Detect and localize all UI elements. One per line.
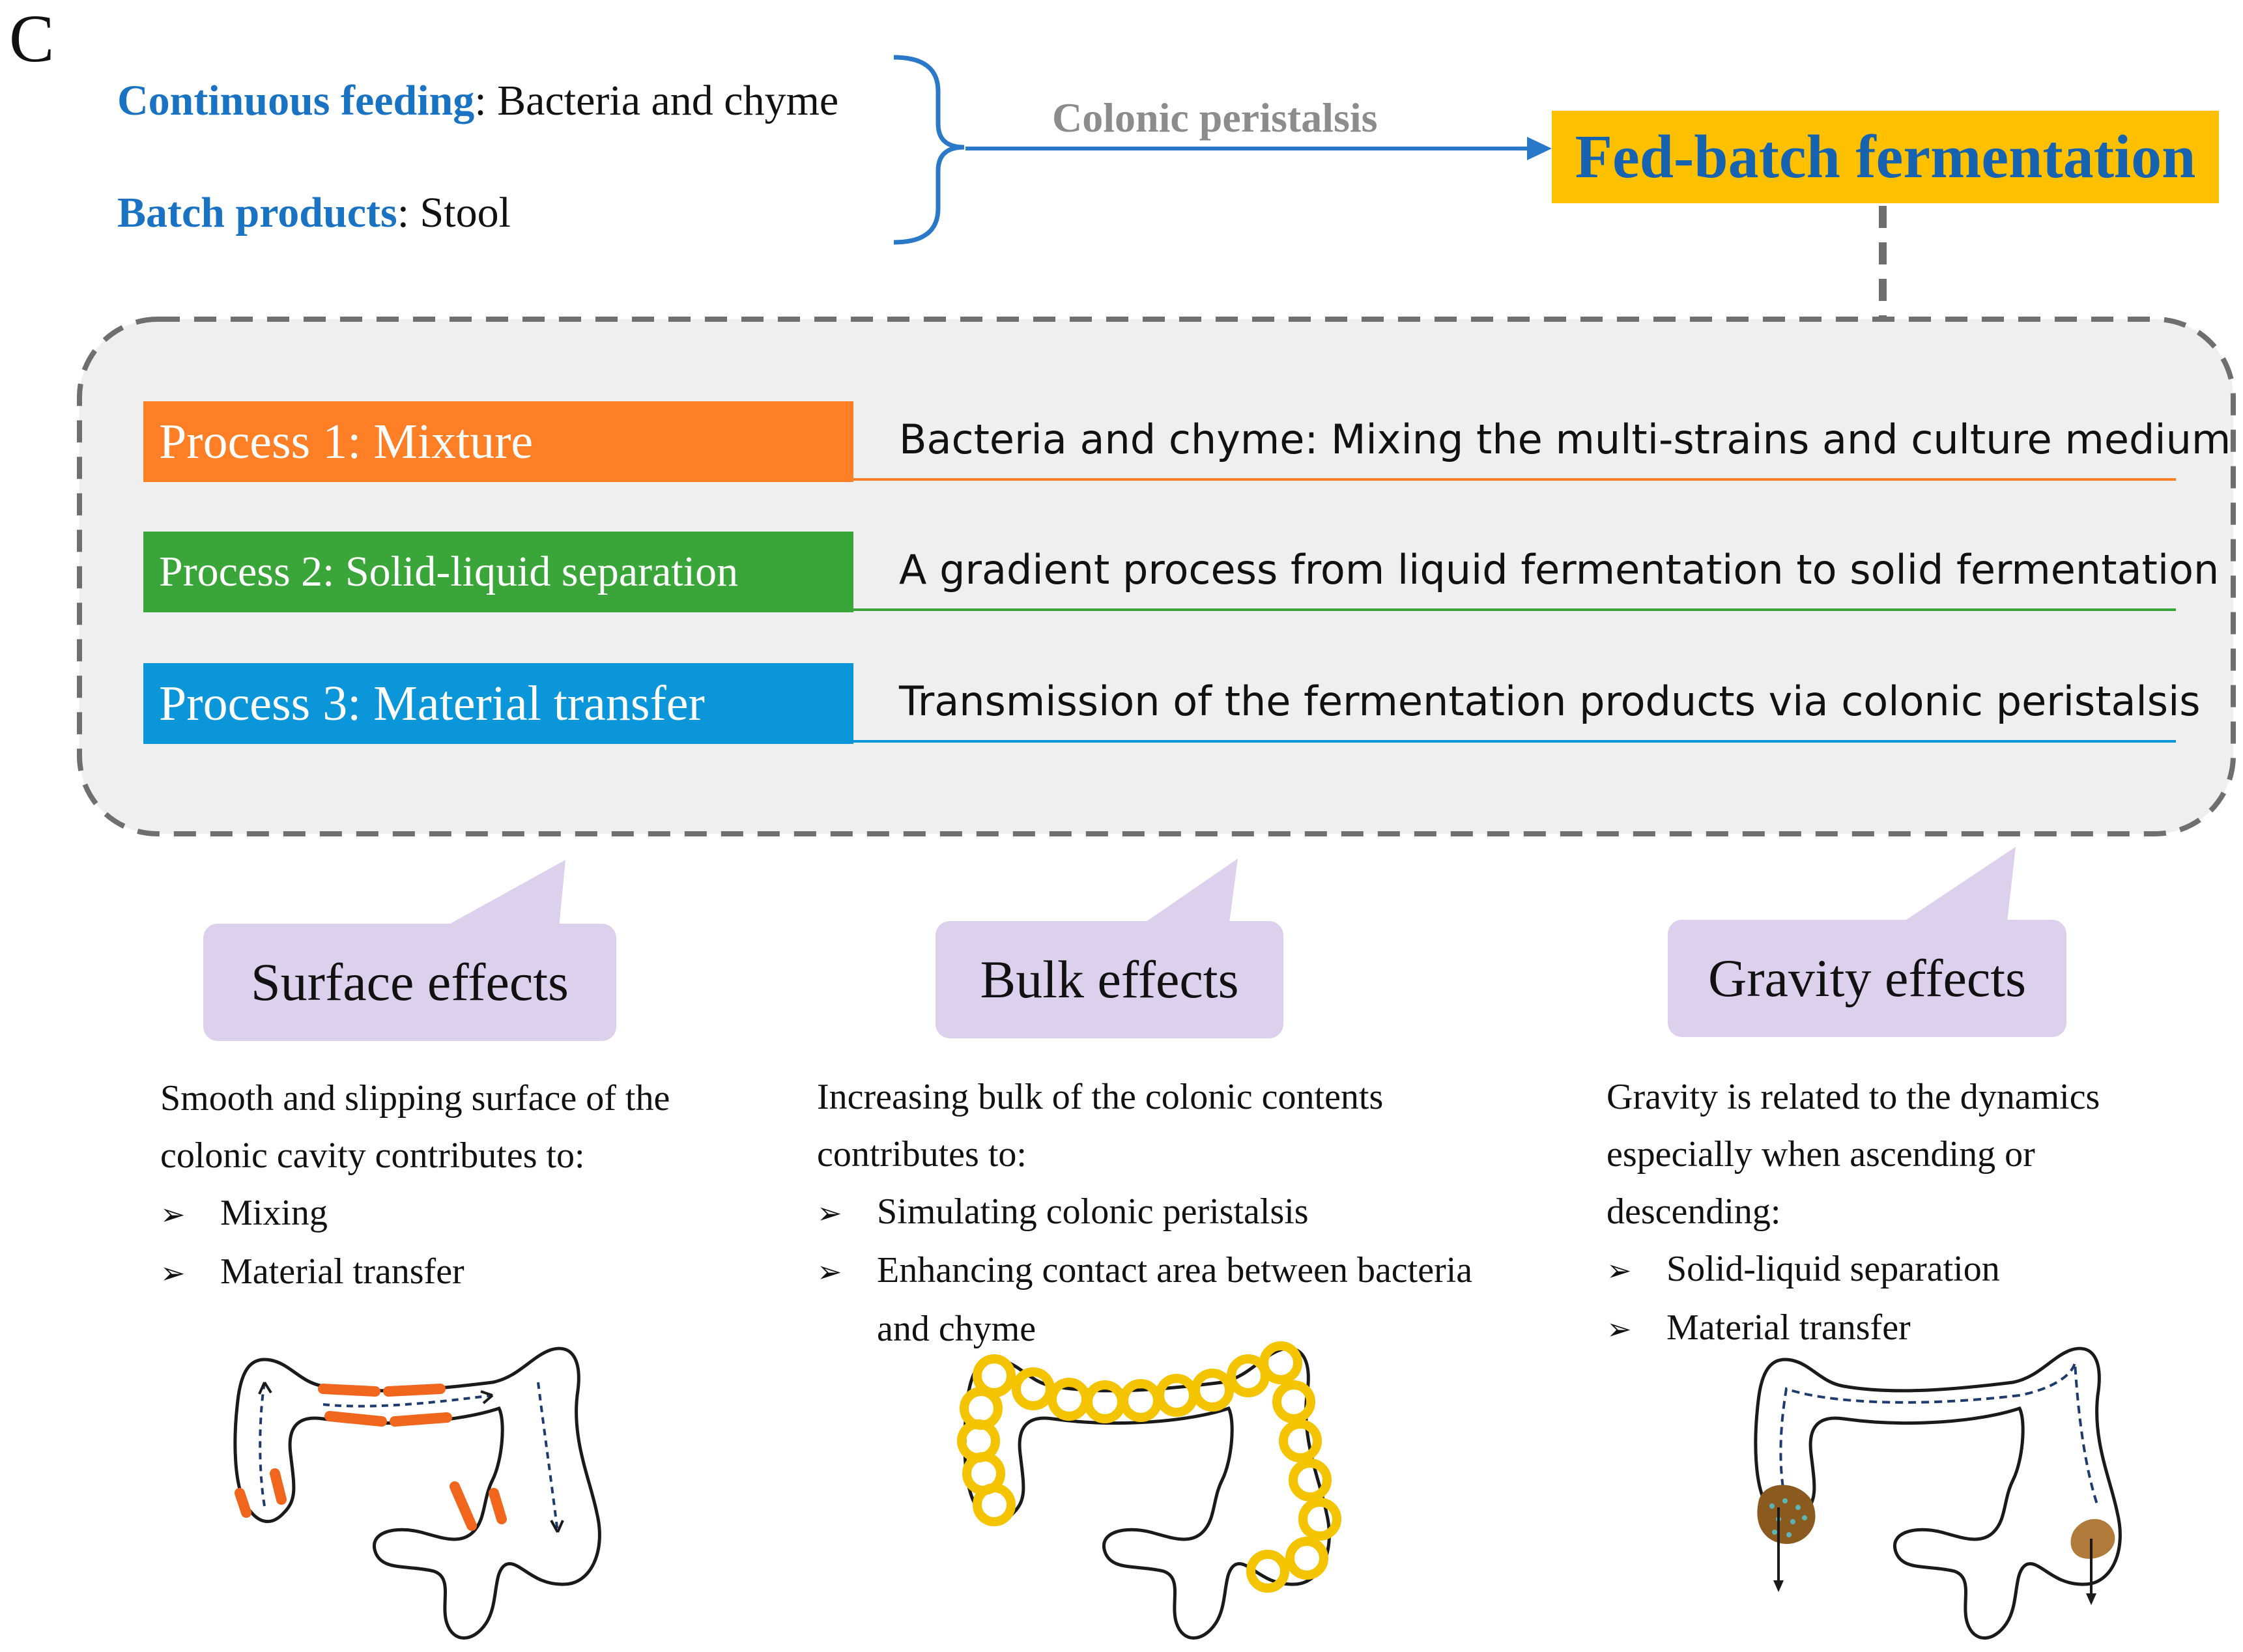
surface-intro-1: Smooth and slipping surface of the (160, 1078, 670, 1118)
gravity-deposit-right (2070, 1518, 2115, 1559)
surface-mark (324, 1411, 387, 1427)
batch-products-line: Batch products: Stool (117, 192, 511, 235)
bulk-intro-1: Increasing bulk of the colonic contents (817, 1077, 1384, 1117)
process-2-underline (853, 608, 2176, 611)
process-2-box: Process 2: Solid-liquid separation (143, 532, 853, 612)
bulk-colon-illustration (957, 1341, 1341, 1638)
bulk-effects-title: Bulk effects (936, 921, 1283, 1038)
batch-products-value: : Stool (397, 189, 511, 236)
surface-mark (489, 1488, 507, 1524)
process-3-description: Transmission of the fermentation product… (899, 677, 2201, 725)
continuous-feeding-value: : Bacteria and chyme (474, 77, 839, 124)
surface-bullet-1: ➢ Mixing (160, 1184, 670, 1243)
bullet-arrow-icon: ➢ (160, 1255, 186, 1290)
process-2-name: Process 2: Solid-liquid separation (159, 548, 739, 595)
fed-batch-box: Fed-batch fermentation (1552, 111, 2219, 203)
process-1-name: Process 1: Mixture (159, 414, 534, 469)
bulk-intro-2: contributes to: (817, 1134, 1027, 1175)
batch-products-key: Batch products (117, 189, 397, 236)
gravity-bullet-1: ➢ Solid-liquid separation (1607, 1240, 2100, 1299)
continuous-feeding-line: Continuous feeding: Bacteria and chyme (117, 79, 838, 122)
process-2-description: A gradient process from liquid fermentat… (899, 546, 2220, 593)
continuous-feeding-key: Continuous feeding (117, 77, 475, 124)
process-1-description: Bacteria and chyme: Mixing the multi-str… (899, 416, 2231, 463)
surface-callout-tail (443, 860, 565, 928)
bullet-arrow-icon: ➢ (160, 1197, 186, 1232)
gravity-bullet-1-text: Solid-liquid separation (1666, 1249, 2000, 1289)
process-1-underline (853, 478, 2176, 481)
bulk-callout-tail (1137, 859, 1238, 928)
bulk-bullet-1: ➢ Simulating colonic peristalsis (817, 1183, 1472, 1242)
surface-mark (318, 1384, 380, 1397)
panel-letter: C (9, 1, 55, 76)
process-3-name: Process 3: Material transfer (159, 676, 705, 731)
bulk-bullet-2-text: Enhancing contact area between bacteria (877, 1250, 1473, 1290)
surface-mark (383, 1384, 446, 1397)
surface-effects-title: Surface effects (203, 924, 616, 1041)
peristalsis-label: Colonic peristalsis (1052, 94, 1378, 141)
bullet-arrow-icon: ➢ (817, 1254, 842, 1289)
process-3-box: Process 3: Material transfer (143, 663, 853, 744)
bulk-bullet-2: ➢ Enhancing contact area between bacteria (817, 1242, 1472, 1300)
process-row-3: Process 3: Material transfer Transmissio… (143, 663, 2201, 748)
surface-bullet-2-text: Material transfer (220, 1251, 464, 1292)
surface-mark (235, 1488, 251, 1518)
bulk-marks (957, 1341, 1341, 1593)
fed-batch-title: Fed-batch fermentation (1575, 123, 2196, 191)
surface-mark (450, 1481, 477, 1531)
surface-bullet-1-text: Mixing (220, 1193, 328, 1233)
process-1-box: Process 1: Mixture (143, 401, 853, 482)
bulk-bullet-2-continuation: and chyme (877, 1309, 1036, 1349)
bullet-arrow-icon: ➢ (1607, 1253, 1632, 1288)
gravity-intro-3: descending: (1607, 1191, 1781, 1232)
surface-intro-2: colonic cavity contributes to: (160, 1135, 585, 1176)
peristalsis-arrowhead (1527, 137, 1552, 160)
gravity-intro-1: Gravity is related to the dynamics (1607, 1077, 2100, 1117)
gravity-bullet-2-text: Material transfer (1666, 1307, 1911, 1348)
surface-bullet-2: ➢ Material transfer (160, 1243, 670, 1302)
gravity-effects-title: Gravity effects (1668, 920, 2066, 1037)
gravity-colon-illustration (1756, 1348, 2120, 1638)
surface-colon-illustration (235, 1348, 599, 1638)
surface-mark (270, 1468, 287, 1505)
process-row-2: Process 2: Solid-liquid separation A gra… (143, 532, 2219, 616)
surface-effects-text: Smooth and slipping surface of the colon… (160, 1070, 670, 1302)
process-3-underline (853, 740, 2176, 743)
bullet-arrow-icon: ➢ (817, 1195, 842, 1231)
bulk-effects-text: Increasing bulk of the colonic contents … (817, 1068, 1472, 1358)
gravity-bullet-2: ➢ Material transfer (1607, 1299, 2100, 1358)
gravity-effects-text: Gravity is related to the dynamics espec… (1607, 1068, 2100, 1358)
process-row-1: Process 1: Mixture Bacteria and chyme: M… (143, 401, 2231, 486)
surface-mark (390, 1412, 452, 1427)
gravity-callout-tail (1894, 847, 2016, 928)
bulk-bullet-1-text: Simulating colonic peristalsis (877, 1191, 1309, 1232)
bullet-arrow-icon: ➢ (1607, 1311, 1632, 1346)
gravity-intro-2: especially when ascending or (1607, 1134, 2035, 1175)
gravity-deposit-left (1757, 1485, 1816, 1545)
input-brace (893, 55, 965, 245)
